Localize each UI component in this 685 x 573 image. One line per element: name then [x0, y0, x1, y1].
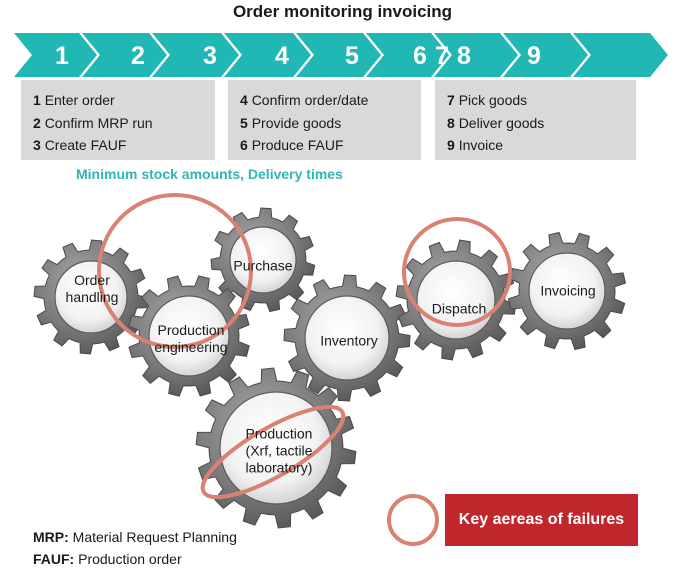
step-item-4: 4 Confirm order/date: [240, 92, 369, 108]
gear-label-invoicing: Invoicing: [540, 282, 596, 299]
step-number-3: 3: [203, 42, 217, 70]
step-item-1: 1 Enter order: [33, 92, 115, 108]
step-number-2: 2: [131, 42, 145, 70]
step-item-9: 9 Invoice: [447, 137, 504, 153]
chevron-segment: [434, 33, 518, 77]
subtitle: Minimum stock amounts, Delivery times: [76, 166, 343, 182]
step-item-2: 2 Confirm MRP run: [33, 114, 153, 131]
gear-label-production: Production (Xrf, tactile laboratory): [245, 425, 313, 476]
step-box-1: 1 Enter order 2 Confirm MRP run 3 Create…: [21, 80, 215, 160]
gear-inventory: [283, 274, 411, 402]
step-number-6: 6: [413, 42, 427, 70]
step-number-7: 7: [435, 42, 449, 70]
failure-circle-dispatch: [402, 217, 512, 327]
diagram-title: Order monitoring invoicing: [232, 2, 453, 21]
abbreviation-mrp: MRP: Material Request Planning: [33, 529, 237, 545]
chevron-segment: [366, 33, 449, 77]
gear-invoicing: [507, 231, 627, 351]
chevron-segment: [573, 33, 668, 77]
gear-label-order-handling: Order handling: [65, 272, 119, 305]
failure-circle-order: [97, 193, 253, 349]
chevron-segment: [296, 33, 381, 77]
chevron-segment: [152, 33, 239, 77]
chevron-segment: [82, 33, 167, 77]
gear-label-inventory: Inventory: [320, 332, 378, 349]
gear-label-dispatch: Dispatch: [431, 300, 487, 317]
gear-label-purchase: Purchase: [233, 257, 293, 274]
step-number-9: 9: [527, 42, 541, 70]
failure-ellipse-production: [200, 404, 346, 500]
step-number-8: 8: [457, 42, 471, 70]
step-item-6: 6 Produce FAUF: [240, 137, 344, 153]
chevron-segment: [224, 33, 311, 77]
chevron-segment: [14, 33, 97, 77]
step-item-7: 7 Pick goods: [447, 92, 528, 108]
step-number-1: 1: [55, 42, 69, 70]
step-box-2: 4 Confirm order/date 5 Provide goods 6 P…: [228, 80, 421, 160]
chevron-segment: [503, 33, 588, 77]
gear-production-engineering: [128, 275, 250, 397]
abbreviation-fauf: FAUF: Production order: [33, 551, 182, 567]
legend-circle-icon: [387, 494, 439, 546]
legend-key-box: Key aereas of failures: [445, 494, 638, 546]
gear-label-production-engineering: Production engineering: [154, 322, 228, 355]
step-item-3: 3 Create FAUF: [33, 137, 127, 153]
step-box-3: 7 Pick goods 8 Deliver goods 9 Invoice: [435, 80, 636, 160]
step-item-5: 5 Provide goods: [240, 114, 342, 131]
step-number-4: 4: [275, 42, 289, 70]
step-number-5: 5: [345, 42, 359, 70]
step-item-8: 8 Deliver goods: [447, 114, 545, 131]
